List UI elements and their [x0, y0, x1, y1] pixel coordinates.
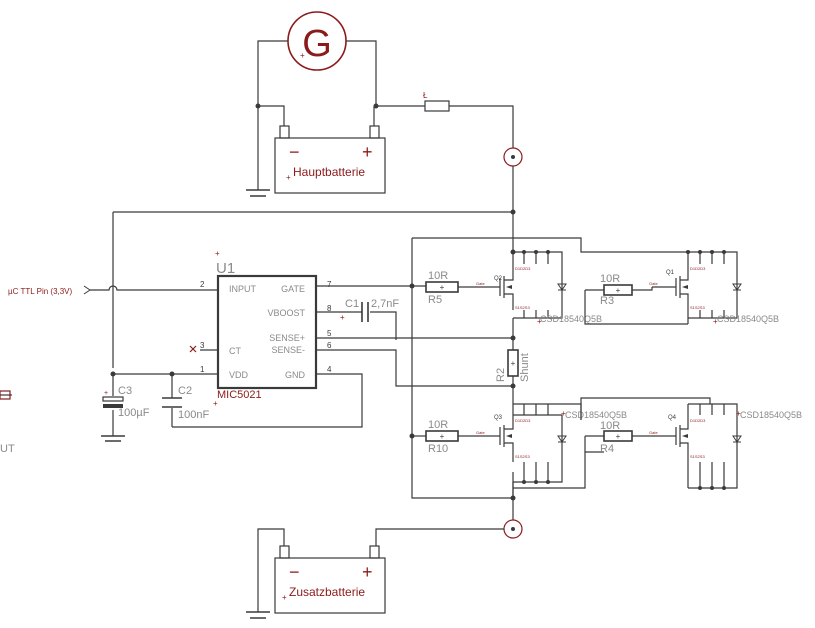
r2-ref: R2 [495, 368, 507, 382]
ic-pin-num-5: 5 [327, 329, 332, 338]
c1-ref: C1 [345, 298, 359, 310]
resistor-r5: + 10R R5 [425, 270, 459, 306]
ic-pin-num-2: 2 [200, 280, 205, 289]
ic-pin-num-3: 3 [200, 341, 205, 350]
resistor-r3: + 10R R3 [600, 273, 633, 307]
ic-pin-num-4: 4 [327, 365, 332, 374]
resistor-r2-shunt: + R2 Shunt [495, 349, 531, 382]
mosfet-q3: Gate D1D2D3 S1S2S3 Q3 CSD18540Q5B + [476, 404, 627, 484]
c3-ref: C3 [118, 385, 132, 397]
svg-text:+: + [511, 359, 516, 368]
svg-text:+: + [561, 409, 566, 418]
svg-text:S1S2S3: S1S2S3 [515, 454, 530, 459]
svg-text:D1D2D3: D1D2D3 [690, 266, 706, 271]
r5-value: 10R [428, 270, 448, 282]
svg-text:Q2: Q2 [494, 276, 503, 282]
svg-text:D1D2D3: D1D2D3 [515, 418, 531, 423]
svg-text:+: + [616, 286, 621, 295]
input-label: µC TTL Pin (3,3V) [8, 287, 73, 296]
svg-text:Gate: Gate [649, 281, 658, 286]
battery-aux-label: Zusatzbatterie [289, 585, 365, 599]
svg-text:+: + [213, 399, 218, 408]
svg-text:+: + [340, 313, 345, 322]
r10-value: 10R [428, 419, 448, 431]
ic-pin-name-ct: CT [229, 346, 241, 356]
mosfet-q4: Gate D1D2D3 S1S2S3 Q4 CSD18540Q5B + [649, 403, 802, 490]
r3-value: 10R [600, 273, 620, 285]
battery-aux: − + Zusatzbatterie + [274, 545, 386, 614]
capacitor-c2: C2 100nF [162, 374, 209, 427]
svg-text:S1S2S3: S1S2S3 [690, 454, 705, 459]
r4-ref: R4 [600, 443, 614, 455]
r4-value: 10R [600, 420, 620, 432]
svg-text:Q4: Q4 [668, 415, 677, 421]
svg-text:+: + [713, 317, 718, 326]
c3-value: 100µF [118, 407, 150, 419]
svg-text:+: + [736, 409, 741, 418]
ic-pin-num-8: 8 [327, 304, 332, 313]
battery-main-plus: + [362, 142, 373, 162]
battery-main-minus: − [289, 142, 300, 162]
ic-pin-name-gate: GATE [281, 284, 305, 294]
mosfet-q2: Gate D1D2D3 S1S2S3 Q1 CSD18540Q5B + [649, 250, 779, 326]
generator-symbol: G + [287, 11, 347, 71]
svg-text:D1D2D3: D1D2D3 [515, 266, 531, 271]
fuse-label: Ł [423, 91, 428, 100]
svg-text:S1S2S3: S1S2S3 [690, 305, 705, 310]
svg-text:Q3: Q3 [494, 415, 503, 421]
ic-pin-name-input: INPUT [229, 284, 257, 294]
battery-main-label: Hauptbatterie [293, 165, 365, 179]
svg-text:D1D2D3: D1D2D3 [690, 418, 706, 423]
mosfet-q2-part: CSD18540Q5B [717, 314, 779, 324]
svg-text:+: + [440, 283, 445, 292]
svg-text:S1S2S3: S1S2S3 [515, 305, 530, 310]
svg-text:+: + [616, 432, 621, 441]
svg-text:+: + [286, 173, 291, 182]
battery-aux-plus: + [362, 562, 373, 582]
ic-pin-name-sense-minus: SENSE- [271, 345, 305, 355]
mosfet-q4-part: CSD18540Q5B [740, 410, 802, 420]
ic-value: MIC5021 [217, 389, 262, 401]
svg-text:+: + [440, 432, 445, 441]
capacitor-c3: + C3 100µF [102, 374, 150, 436]
ic-pin-num-6: 6 [327, 341, 332, 350]
svg-text:+: + [300, 51, 305, 60]
ic-mic5021: + U1 MIC5021 + INPUT CT VDD 2 3 1 GATE V… [200, 249, 332, 408]
resistor-r10: + 10R R10 [425, 419, 459, 455]
resistor-r4: + 10R R4 [600, 420, 633, 455]
ic-pin-num-7: 7 [327, 280, 332, 289]
battery-aux-minus: − [289, 562, 300, 582]
svg-text:+: + [215, 249, 220, 258]
r10-ref: R10 [428, 443, 448, 455]
c1-value: 2,7nF [371, 298, 399, 310]
battery-main: − + Hauptbatterie + [274, 125, 386, 194]
ic-pin-name-vboost: VBOOST [267, 308, 305, 318]
mosfet-q3-part: CSD18540Q5B [565, 410, 627, 420]
fuse-symbol [424, 100, 450, 112]
mosfet-q1: Gate D1D2D3 S1S2S3 Q2 CSD18540Q5B + [476, 250, 602, 326]
svg-text:+: + [104, 390, 108, 397]
ic-pin-name-gnd: GND [285, 370, 306, 380]
generator-label: G [302, 23, 332, 65]
ic-ref: U1 [216, 260, 235, 277]
svg-text:Q1: Q1 [666, 270, 675, 276]
svg-text:+: + [282, 593, 287, 602]
svg-text:Gate: Gate [476, 430, 485, 435]
ic-pin-name-sense-plus: SENSE+ [269, 333, 305, 343]
ic-pin-name-vdd: VDD [229, 370, 249, 380]
svg-text:Gate: Gate [476, 281, 485, 286]
c2-value: 100nF [178, 409, 209, 421]
svg-text:Gate: Gate [649, 430, 658, 435]
c2-ref: C2 [178, 385, 192, 397]
svg-text:+: + [537, 317, 542, 326]
r3-ref: R3 [600, 295, 614, 307]
ic-pin-num-1: 1 [200, 365, 205, 374]
left-edge-text: UT [0, 443, 15, 455]
mosfet-q1-part: CSD18540Q5B [540, 314, 602, 324]
r2-value: Shunt [519, 353, 531, 382]
r5-ref: R5 [428, 294, 442, 306]
